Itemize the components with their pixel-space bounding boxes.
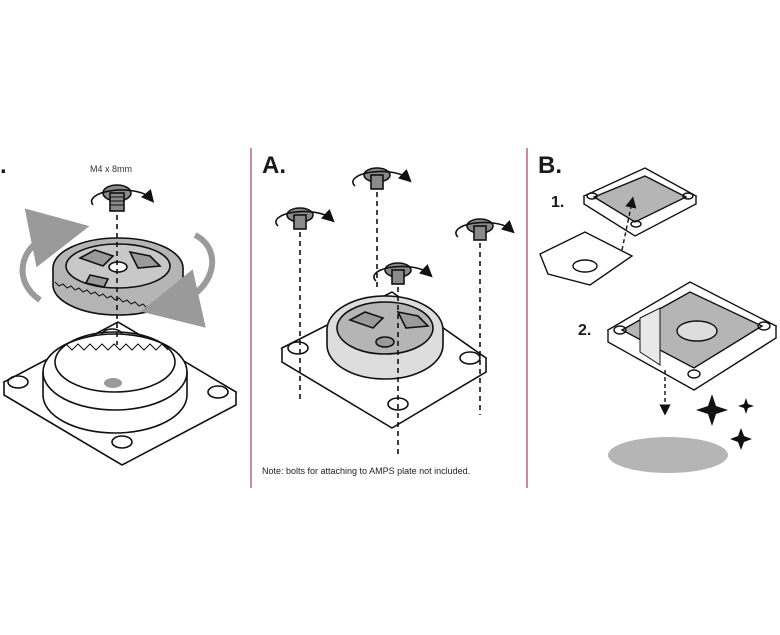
sparkle-icon [730, 428, 752, 450]
sparkle-icon [738, 398, 754, 414]
substep-1-label: 1. [551, 194, 565, 211]
substep-2-label: 2. [578, 322, 592, 339]
panel-2-art [275, 167, 515, 455]
step-label-a: A. [262, 152, 286, 179]
mount-base-plate [2, 321, 238, 466]
peeled-adhesive [539, 231, 634, 286]
sparkle-icon [696, 394, 728, 426]
bolts-note: Note: bolts for attaching to AMPS plate … [262, 466, 471, 476]
bolt-a4 [373, 262, 433, 285]
step-label-b: B. [538, 152, 562, 179]
panel-divider-right [526, 148, 528, 488]
panel-divider-left [250, 148, 252, 488]
panel-3-art [539, 167, 778, 473]
bolt-panel1 [90, 184, 155, 212]
bolt-a2 [352, 167, 412, 190]
bolt-spec-label: M4 x 8mm [90, 164, 133, 174]
gear-disc [52, 237, 184, 317]
panel-1-art [2, 184, 238, 466]
small-plate-step1 [582, 167, 698, 251]
mounted-plate [280, 291, 488, 429]
adhesive-surface [608, 437, 728, 473]
step-label-panel1: . [0, 152, 7, 179]
bolt-a3 [455, 218, 515, 241]
large-plate-step2 [606, 281, 778, 416]
bolt-a1 [275, 207, 335, 230]
